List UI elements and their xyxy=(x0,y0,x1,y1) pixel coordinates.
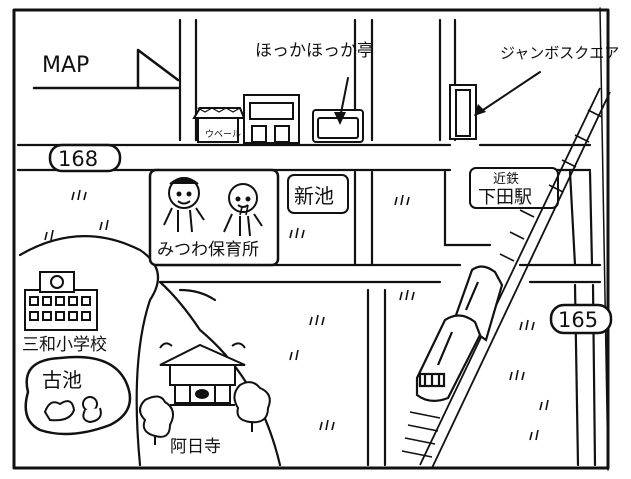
sanwa-school-building xyxy=(24,271,98,331)
north-arrow-icon xyxy=(136,48,180,90)
ubell-label: ウベール xyxy=(205,129,241,140)
shimoda-station-label: 下田駅 xyxy=(478,187,532,208)
shinike-box: 新池 xyxy=(287,174,349,214)
mitsuwa-nursery-box: みつわ保育所 xyxy=(148,168,280,267)
railway-track xyxy=(401,87,611,469)
route-168-label: 168 xyxy=(58,147,98,171)
map-title-area: MAP xyxy=(32,48,180,90)
grass-marks xyxy=(44,189,549,441)
buildings-top xyxy=(192,84,477,144)
jumbo-square-arrow-icon xyxy=(474,71,541,116)
map-border xyxy=(12,7,610,471)
hokka-tei-arrow-icon xyxy=(334,77,349,125)
hokka-tei-label: ほっかほっか亭 xyxy=(255,41,374,61)
shimoda-station-box: 近鉄 下田駅 xyxy=(469,167,559,209)
mitsuwa-nursery-label: みつわ保育所 xyxy=(157,240,259,260)
map-label: MAP xyxy=(42,53,89,78)
sanwa-school-label: 三和小学校 xyxy=(22,335,107,355)
furuike-pond: 古池 xyxy=(24,355,132,436)
shinike-label: 新池 xyxy=(294,184,334,208)
anichiji-temple xyxy=(139,342,271,445)
jumbo-square-label: ジャンボスクエア xyxy=(500,44,619,62)
anichiji-label: 阿日寺 xyxy=(170,437,221,457)
duck-icon xyxy=(43,396,102,424)
furuike-label: 古池 xyxy=(42,368,82,392)
kintetsu-label: 近鉄 xyxy=(493,172,519,187)
train-icon xyxy=(415,265,504,402)
route-165-label: 165 xyxy=(558,308,598,332)
route-165-sign: 165 xyxy=(549,303,613,335)
route-168-sign: 168 xyxy=(48,143,122,173)
